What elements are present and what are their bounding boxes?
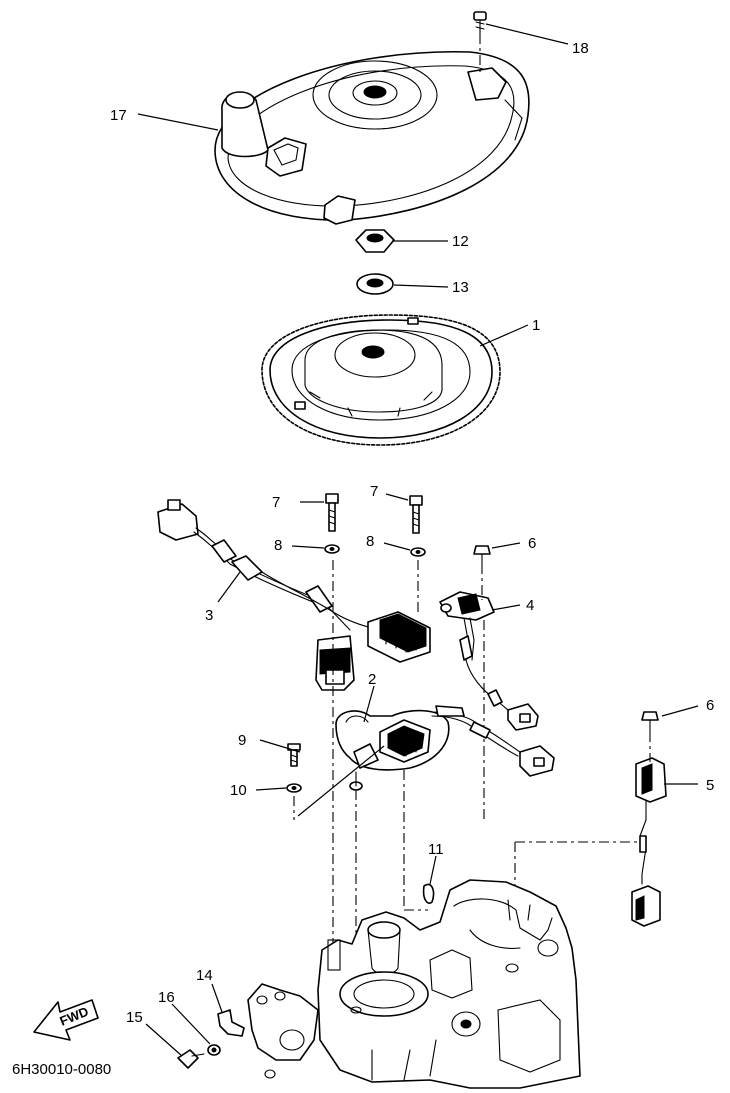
callout-16: 16 — [158, 989, 175, 1006]
engine-block — [247, 879, 581, 1089]
callout-15: 15 — [126, 1009, 143, 1026]
washer-10[interactable] — [286, 783, 302, 793]
screw-15[interactable] — [177, 1049, 205, 1069]
washer-8-right[interactable] — [410, 547, 426, 557]
callout-8-right: 8 — [366, 533, 374, 550]
clip-14[interactable] — [217, 1009, 245, 1037]
pulser-coil[interactable] — [439, 591, 539, 731]
callout-11: 11 — [428, 841, 444, 858]
callout-5: 5 — [706, 777, 714, 794]
washer-16[interactable] — [207, 1044, 221, 1056]
callout-7-left: 7 — [272, 494, 280, 511]
bolt-7-right[interactable] — [409, 495, 423, 534]
callout-7-right: 7 — [370, 483, 378, 500]
key-11[interactable] — [422, 883, 435, 904]
callout-18: 18 — [572, 40, 589, 57]
flywheel-cover[interactable] — [214, 50, 530, 225]
bolt-7-left[interactable] — [325, 493, 339, 532]
callout-9: 9 — [238, 732, 246, 749]
screw-18[interactable] — [473, 11, 487, 35]
callout-10: 10 — [230, 782, 247, 799]
leader-lines — [137, 23, 699, 1057]
sensor-5[interactable] — [631, 757, 667, 927]
screw-6-upper[interactable] — [473, 545, 491, 565]
callout-13: 13 — [452, 279, 469, 296]
callout-12: 12 — [452, 233, 469, 250]
washer-8-left[interactable] — [324, 544, 340, 554]
stator-coil[interactable] — [335, 705, 555, 791]
callout-4: 4 — [526, 597, 534, 614]
callout-6-lower: 6 — [706, 697, 714, 714]
fwd-arrow-icon: FWD — [33, 999, 99, 1041]
callout-17: 17 — [110, 107, 127, 124]
callout-3: 3 — [205, 607, 213, 624]
callout-1: 1 — [532, 317, 540, 334]
washer-13[interactable] — [356, 273, 394, 295]
callout-2: 2 — [368, 671, 376, 688]
callout-6-upper: 6 — [528, 535, 536, 552]
charge-coil-harness[interactable] — [157, 499, 431, 691]
screw-6-lower[interactable] — [641, 711, 659, 733]
drawing-code: 6H30010-0080 — [12, 1061, 111, 1078]
screw-9[interactable] — [287, 743, 301, 767]
callout-14: 14 — [196, 967, 213, 984]
callout-8-left: 8 — [274, 537, 282, 554]
nut-12[interactable] — [355, 229, 395, 253]
callout-labels: 18 17 12 13 1 7 7 8 8 6 3 4 2 6 9 5 10 1… — [110, 40, 714, 1026]
flywheel[interactable] — [261, 314, 501, 446]
